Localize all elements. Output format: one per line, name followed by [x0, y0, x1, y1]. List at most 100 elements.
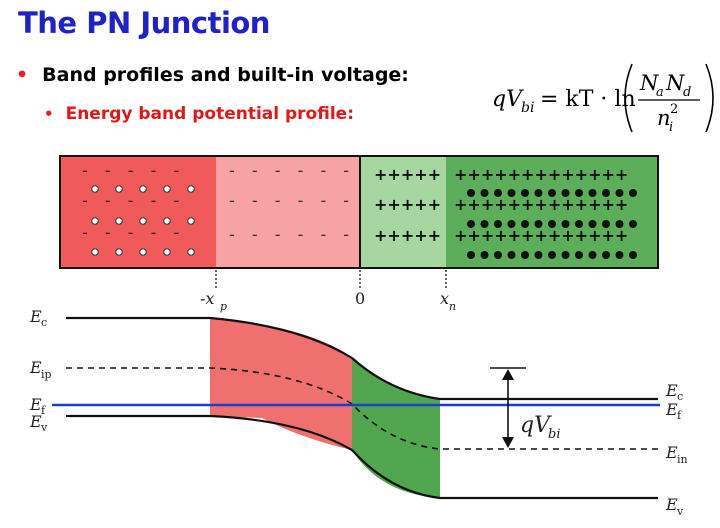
ev-right-sub: v: [676, 505, 684, 518]
qvbi-arrow-up: [502, 369, 514, 380]
electron: [534, 220, 543, 228]
ionized-donor-row: +++++: [374, 226, 441, 245]
eip-sub: ip: [41, 368, 52, 381]
hole: [91, 248, 99, 256]
band-labels: E c E ip E f E v E c E f E in E v qV bi: [29, 307, 688, 518]
electron: [602, 189, 610, 197]
electron: [548, 189, 556, 197]
n-depletion-donors: +++++ +++++ +++++: [374, 165, 441, 245]
formula-den-n: n: [657, 106, 671, 130]
electron: [548, 251, 556, 259]
ionized-donor-row: +++++: [374, 165, 441, 184]
electron: [615, 251, 624, 259]
electron: [467, 251, 475, 259]
formula-eq: = kT · ln: [540, 87, 636, 112]
hole: [163, 217, 171, 225]
qvbi-sub: bi: [548, 427, 560, 442]
hole: [115, 217, 123, 225]
electron: [467, 220, 475, 228]
electron: [521, 189, 529, 197]
position-labels: -x p 0 x n: [200, 289, 456, 313]
bullet-band-profiles-text: Band profiles and built-in voltage:: [42, 64, 409, 86]
conduction-band-edge: [66, 316, 658, 401]
electron: [602, 251, 610, 259]
electron: [629, 220, 637, 228]
n-neutral-donors: +++++++++++++ +++++++++++++ ++++++++++++…: [454, 165, 628, 245]
electron: [480, 189, 489, 197]
formula-num-na: N: [639, 71, 659, 95]
qvbi-label: qV: [520, 413, 552, 438]
n-region-neutral: [446, 156, 658, 268]
ev-left-sub: v: [40, 421, 48, 434]
formula-left-paren: [624, 63, 633, 133]
ein-sub: in: [677, 453, 688, 466]
ef-right-label: E: [665, 400, 678, 419]
electron: [521, 220, 529, 228]
ionized-donor-row: +++++: [374, 195, 441, 214]
formula-lhs-sub: bi: [521, 100, 534, 116]
qvbi-arrow-down: [502, 437, 514, 448]
electron: [534, 189, 543, 197]
hole: [139, 185, 147, 193]
hole: [139, 217, 147, 225]
electron: [575, 251, 583, 259]
junction-block: - - - - - - - - - - - - - - - - - - - - …: [59, 155, 659, 288]
electron: [494, 189, 502, 197]
electron: [575, 189, 583, 197]
ec-right-label: E: [665, 381, 678, 400]
hole: [187, 248, 195, 256]
acceptor-row: - - - - -: [82, 223, 185, 242]
built-in-voltage-formula: qV bi = kT · ln N a N d n i 2: [492, 63, 714, 135]
hole: [115, 185, 123, 193]
ef-left-sub: f: [41, 404, 46, 417]
electron: [561, 251, 570, 259]
n-depletion-band-region: [352, 358, 440, 498]
donor-row: +++++++++++++: [454, 165, 628, 184]
electron: [615, 220, 624, 228]
electron: [575, 220, 583, 228]
hole: [139, 248, 147, 256]
electron: [588, 220, 597, 228]
ev-left-label: E: [29, 412, 42, 431]
electron: [467, 189, 475, 197]
ionized-acceptor-row: - - - - - -: [229, 191, 355, 210]
zero-label: 0: [355, 289, 365, 308]
electron: [561, 220, 570, 228]
xn-label: x: [440, 289, 449, 308]
bullet-energy-band: • Energy band potential profile:: [44, 104, 354, 124]
electron: [548, 220, 556, 228]
electron: [507, 189, 516, 197]
acceptor-row: - - - - -: [82, 191, 185, 210]
bullet-energy-band-text: Energy band potential profile:: [65, 104, 354, 124]
band-diagram: [52, 316, 660, 500]
electrons: [467, 189, 637, 259]
ef-right-sub: f: [677, 409, 682, 422]
eip-label: E: [29, 358, 42, 377]
donor-row: +++++++++++++: [454, 226, 628, 245]
formula-den-sup: 2: [670, 102, 678, 117]
p-depletion-band-region: [210, 318, 352, 450]
electron: [507, 251, 516, 259]
electron: [561, 189, 570, 197]
electron: [521, 251, 529, 259]
formula-den-i: i: [669, 120, 673, 135]
ec-right-sub: c: [677, 390, 683, 403]
bullet-dot: •: [44, 105, 54, 123]
electron: [629, 189, 637, 197]
electron: [588, 251, 597, 259]
hole: [163, 248, 171, 256]
p-depletion-region: [216, 156, 360, 268]
hole: [163, 185, 171, 193]
donor-row: +++++++++++++: [454, 195, 628, 214]
hole: [91, 185, 99, 193]
ionized-acceptor-row: - - - - - -: [229, 225, 355, 244]
hole: [187, 217, 195, 225]
page-title: The PN Junction: [18, 6, 270, 40]
xp-sub: p: [220, 300, 227, 313]
ef-left-label: E: [29, 395, 42, 414]
hole: [91, 217, 99, 225]
bullet-dot: •: [16, 64, 29, 86]
valence-band-edge: [66, 414, 658, 500]
acceptor-row: - - - - -: [82, 161, 185, 180]
